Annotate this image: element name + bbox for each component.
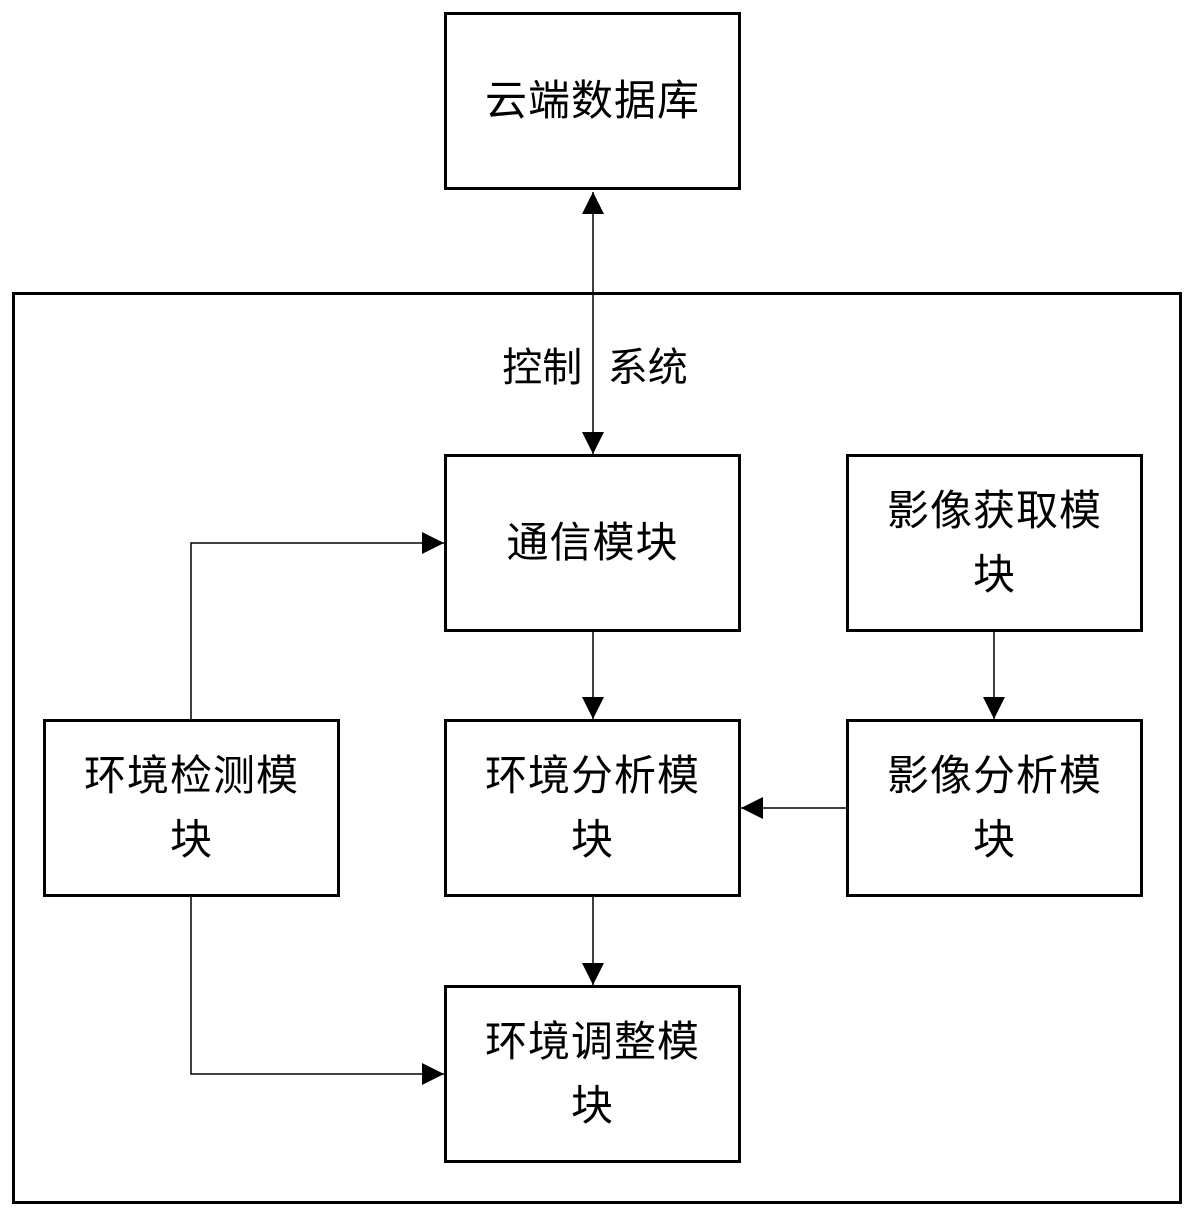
environment-analysis-module-label: 环境分析模块 <box>484 751 700 864</box>
cloud-database-box: 云端数据库 <box>444 12 741 190</box>
image-acquisition-module-label: 影像获取模块 <box>886 486 1102 599</box>
communication-module-box: 通信模块 <box>444 454 741 632</box>
image-analysis-module-box: 影像分析模块 <box>846 719 1143 897</box>
image-analysis-module-label: 影像分析模块 <box>886 751 1102 864</box>
environment-analysis-module-box: 环境分析模块 <box>444 719 741 897</box>
connector-envdetect-comm <box>190 532 444 719</box>
image-acquisition-module-box: 影像获取模块 <box>846 454 1143 632</box>
environment-detection-module-label: 环境检测模块 <box>83 751 299 864</box>
environment-detection-module-box: 环境检测模块 <box>43 719 340 897</box>
environment-adjustment-module-label: 环境调整模块 <box>484 1017 700 1130</box>
environment-adjustment-module-box: 环境调整模块 <box>444 985 741 1163</box>
cloud-database-label: 云端数据库 <box>484 76 700 125</box>
control-system-label: 控制 系统 <box>502 345 688 391</box>
connector-envdetect-envadjust <box>190 897 444 1085</box>
communication-module-label: 通信模块 <box>506 518 679 567</box>
